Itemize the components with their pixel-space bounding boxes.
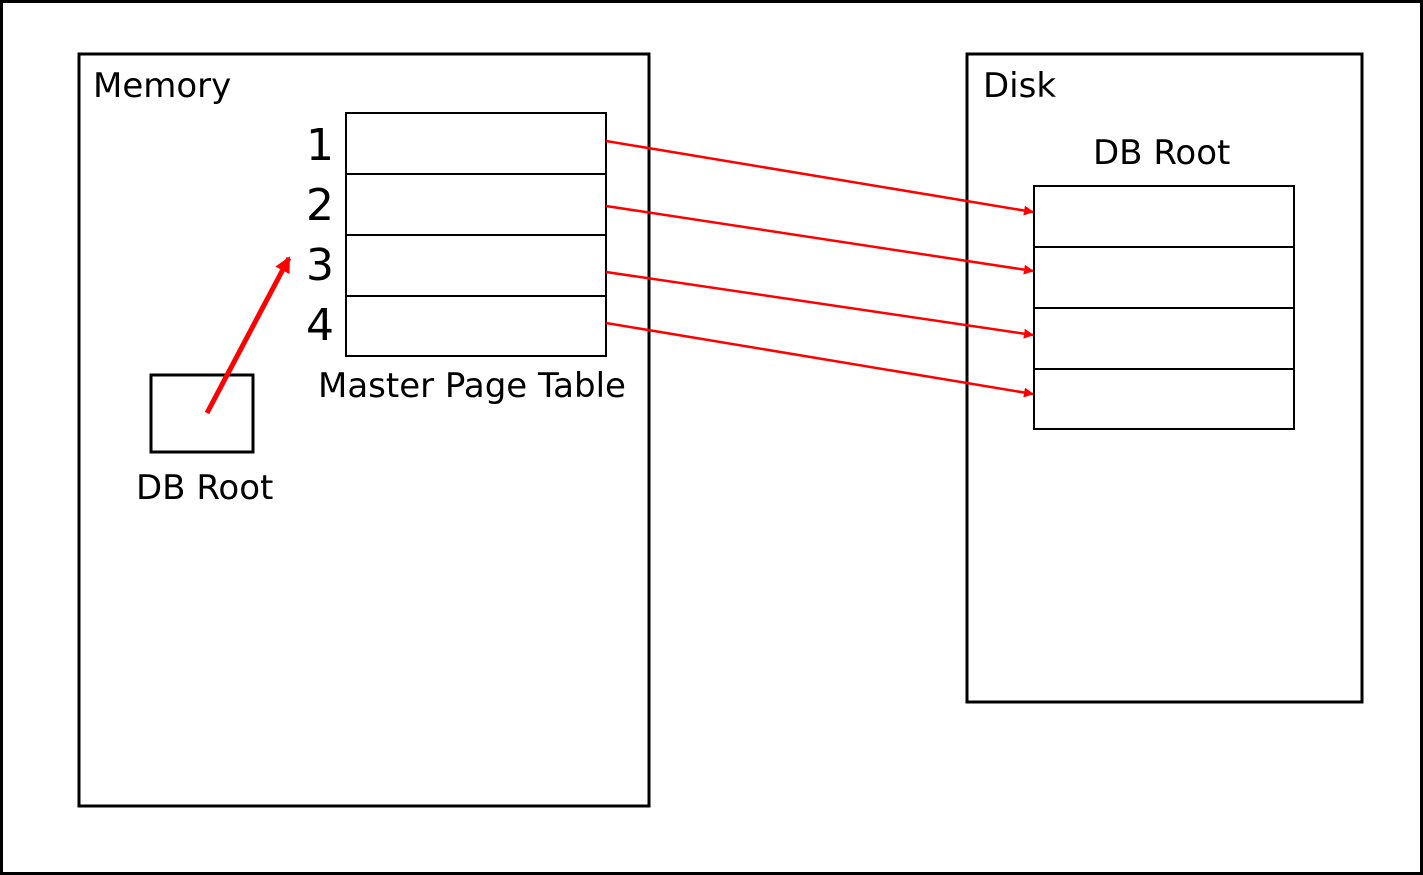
table-row xyxy=(345,295,607,357)
mapping-arrow-4 xyxy=(605,321,1034,398)
table-row xyxy=(345,173,607,236)
disk-db-root-table xyxy=(1033,185,1295,430)
row-number-2: 2 xyxy=(306,180,334,231)
row-number-4: 4 xyxy=(306,300,334,351)
disk-block xyxy=(1033,185,1295,248)
mapping-arrows xyxy=(605,139,1034,398)
disk-label: Disk xyxy=(983,66,1056,106)
disk-block xyxy=(1033,368,1295,430)
disk-region: Disk DB Root xyxy=(965,52,1364,704)
row-number-3: 3 xyxy=(306,240,334,291)
master-page-table: 1 2 3 4 Master Page Table xyxy=(306,112,626,406)
memory-label: Memory xyxy=(93,66,231,106)
disk-block xyxy=(1033,246,1295,309)
db-root-to-table-arrow xyxy=(204,256,292,415)
memory-db-root: DB Root xyxy=(136,373,273,508)
table-row xyxy=(345,112,607,175)
disk-block xyxy=(1033,307,1295,370)
disk-db-root-label: DB Root xyxy=(1093,133,1230,173)
memory-db-root-box xyxy=(149,373,255,454)
mapping-arrow-2 xyxy=(605,204,1034,275)
table-row xyxy=(345,234,607,297)
row-number-1: 1 xyxy=(306,120,334,171)
memory-region: Memory 1 2 3 4 Master Page Table DB Root xyxy=(77,52,651,808)
mapping-arrow-3 xyxy=(605,270,1034,339)
memory-db-root-label: DB Root xyxy=(136,468,273,508)
master-page-table-label: Master Page Table xyxy=(318,366,626,406)
mapping-arrow-1 xyxy=(605,139,1034,216)
